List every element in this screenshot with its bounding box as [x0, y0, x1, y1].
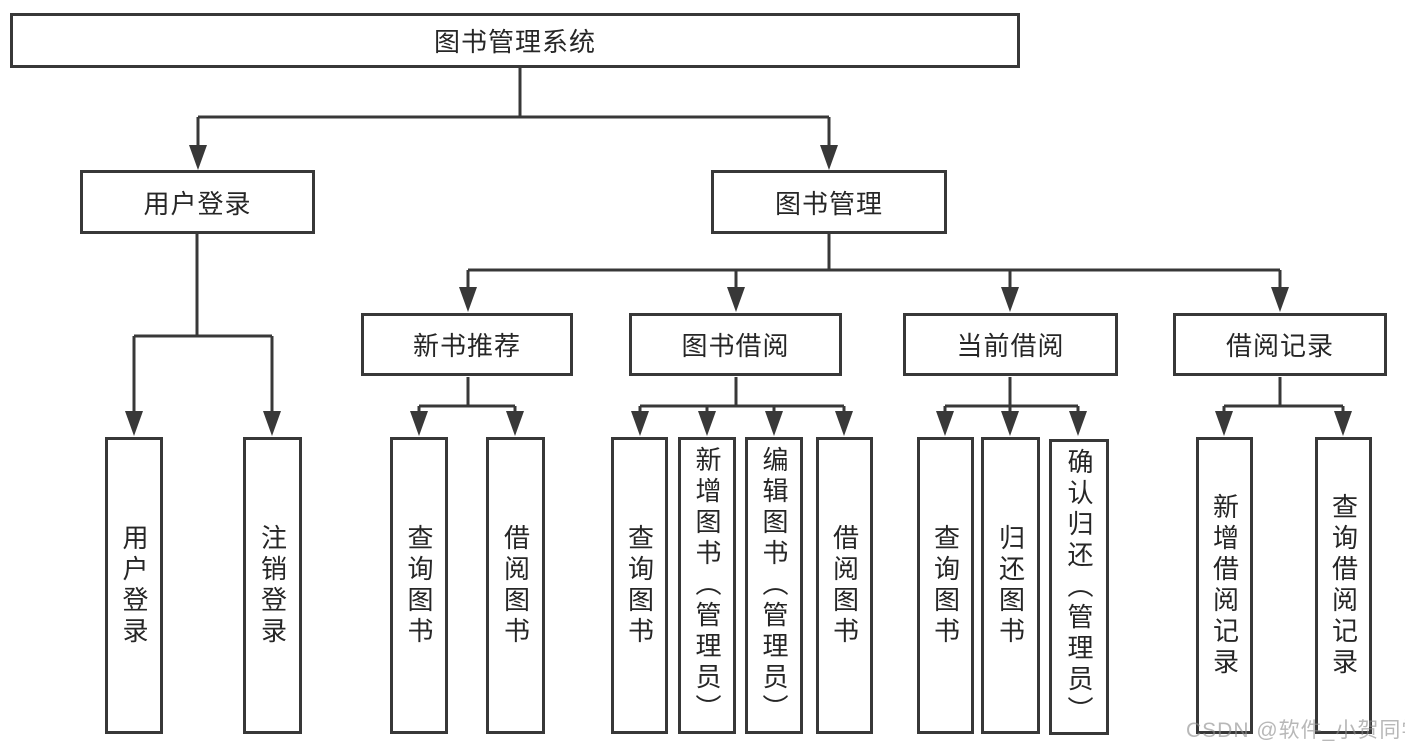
- node-label: 用户登录: [119, 523, 149, 648]
- node-label: 当前借阅: [956, 331, 1065, 361]
- node-label: 新书推荐: [412, 331, 521, 361]
- node-label: 借阅记录: [1225, 331, 1334, 361]
- node-label: 新增借阅记录: [1209, 492, 1240, 679]
- node-new-book-recommend: 新书推荐: [361, 313, 573, 376]
- node-label: 查询图书: [930, 523, 961, 648]
- node-label: 图书借阅: [681, 331, 790, 361]
- csdn-watermark: CSDN @软件_小贺同学: [1186, 719, 1405, 742]
- node-label: 注销登录: [257, 523, 288, 648]
- leaf-edit-books-admin: 编辑图书（管理员）: [745, 437, 803, 734]
- leaf-borrow-books-1: 借阅图书: [486, 437, 545, 734]
- node-book-management: 图书管理: [711, 170, 947, 234]
- node-label: 图书管理: [774, 188, 883, 219]
- leaf-add-borrow-record: 新增借阅记录: [1196, 437, 1253, 734]
- node-label: 借阅图书: [829, 523, 860, 648]
- node-borrowing-records: 借阅记录: [1173, 313, 1387, 376]
- node-label: 编辑图书（管理员）: [759, 446, 789, 725]
- node-label: 查询借阅记录: [1328, 492, 1359, 679]
- node-label: 借阅图书: [500, 523, 531, 648]
- node-library-management-system: 图书管理系统: [10, 13, 1020, 68]
- leaf-query-books-1: 查询图书: [390, 437, 448, 734]
- leaf-query-borrow-record: 查询借阅记录: [1315, 437, 1372, 734]
- node-label: 查询图书: [404, 523, 434, 648]
- node-label: 归还图书: [995, 523, 1026, 648]
- node-label: 确认归还（管理员）: [1064, 447, 1094, 727]
- arrowhead-icons: [125, 145, 1352, 436]
- leaf-add-books-admin: 新增图书（管理员）: [678, 437, 736, 734]
- leaf-logout: 注销登录: [243, 437, 302, 734]
- leaf-confirm-return-admin: 确认归还（管理员）: [1049, 439, 1109, 735]
- node-label: 新增图书（管理员）: [692, 446, 722, 725]
- leaf-query-books-2: 查询图书: [611, 437, 668, 734]
- node-label: 图书管理系统: [433, 27, 596, 57]
- node-label: 用户登录: [143, 188, 252, 219]
- leaf-user-login: 用户登录: [105, 437, 163, 734]
- node-user-login: 用户登录: [80, 170, 315, 234]
- leaf-return-books: 归还图书: [981, 437, 1040, 734]
- leaf-borrow-books-2: 借阅图书: [816, 437, 873, 734]
- node-label: 查询图书: [624, 523, 655, 648]
- leaf-query-books-3: 查询图书: [917, 437, 974, 734]
- node-current-borrowing: 当前借阅: [903, 313, 1118, 376]
- node-book-borrowing: 图书借阅: [629, 313, 842, 376]
